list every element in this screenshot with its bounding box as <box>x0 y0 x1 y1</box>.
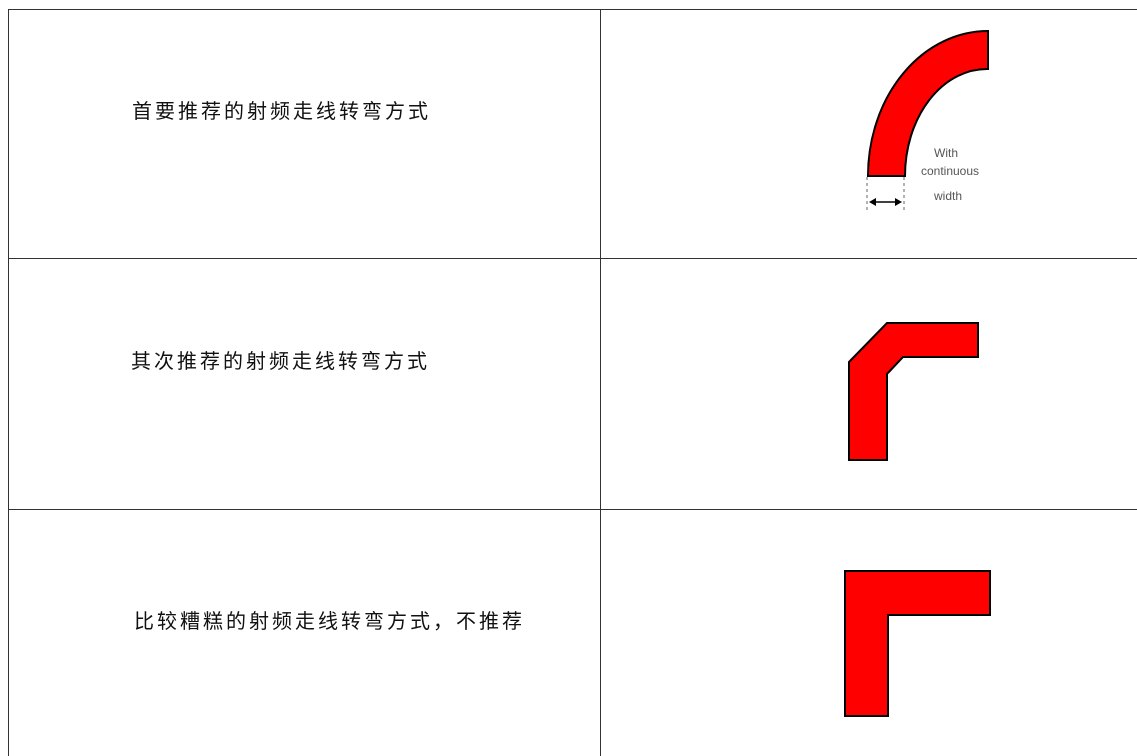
right-angle-trace-shape <box>844 570 991 717</box>
table-border-top <box>8 9 1137 10</box>
curved-trace-shape <box>866 29 989 177</box>
annotation-line-3: width <box>933 189 962 203</box>
chamfered-trace-shape <box>848 322 979 461</box>
annotation-line-2: continuous <box>921 164 979 178</box>
table-row-divider-2 <box>8 509 1137 510</box>
arrow-left-icon <box>869 198 876 206</box>
rf-trace-bend-table: 首要推荐的射频走线转弯方式 其次推荐的射频走线转弯方式 比较糟糕的射频走线转弯方… <box>8 9 1137 756</box>
row-2-label: 其次推荐的射频走线转弯方式 <box>131 349 430 373</box>
annotation-line-1: With <box>934 146 958 160</box>
row-3-label: 比较糟糕的射频走线转弯方式，不推荐 <box>134 609 525 633</box>
row-1-label: 首要推荐的射频走线转弯方式 <box>132 99 431 123</box>
table-column-divider <box>600 9 601 756</box>
table-row-divider-1 <box>8 258 1137 259</box>
arrow-right-icon <box>895 198 902 206</box>
table-border-left <box>8 9 9 756</box>
